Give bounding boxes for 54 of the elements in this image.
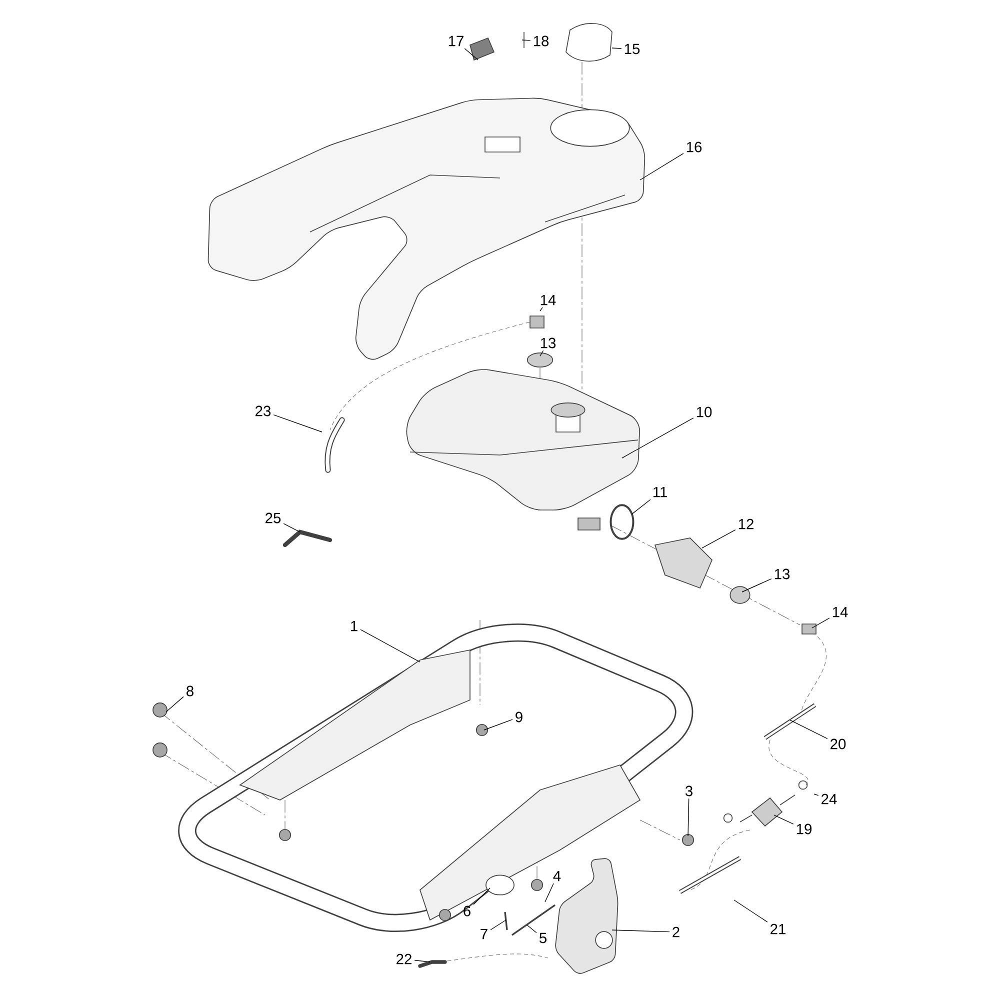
callout-number: 8 — [186, 686, 194, 696]
callout-number: 22 — [396, 954, 412, 964]
leader-line — [484, 719, 513, 730]
leader-line — [612, 48, 622, 49]
callout-number: 14 — [540, 294, 556, 306]
leader-line — [790, 720, 828, 740]
leader-line — [622, 418, 694, 458]
leader-line — [526, 924, 537, 934]
callout-number: 6 — [464, 906, 470, 916]
leader-line — [166, 696, 184, 712]
callout-number: 4 — [553, 870, 561, 882]
leader-line — [540, 350, 544, 356]
callout-number: 24 — [822, 794, 837, 804]
callout-number: 23 — [256, 406, 271, 416]
leader-line — [774, 814, 794, 824]
leader-line — [540, 307, 543, 312]
leader-line — [490, 920, 506, 930]
callout-number: 20 — [830, 738, 846, 750]
callout-number: 10 — [696, 406, 712, 418]
leader-line — [742, 578, 772, 592]
leader-line — [414, 960, 430, 962]
callout-number: 21 — [770, 924, 786, 934]
leader-line — [640, 153, 684, 180]
leader-line — [273, 414, 322, 432]
callout-number: 5 — [540, 932, 546, 944]
callout-number: 1 — [351, 620, 358, 632]
leader-line — [473, 888, 490, 905]
callout-number: 13 — [540, 338, 556, 348]
callout-number: 3 — [685, 786, 692, 796]
callout-number: 9 — [516, 712, 522, 722]
callout-number: 12 — [738, 518, 754, 530]
callout-number: 13 — [774, 568, 790, 580]
leader-line — [360, 629, 420, 662]
callout-number: 25 — [266, 512, 281, 524]
leader-line — [632, 499, 651, 514]
callout-number: 2 — [672, 926, 680, 938]
leader-line — [464, 48, 478, 60]
leader-line — [612, 930, 670, 932]
callout-number: 14 — [832, 606, 848, 618]
leader-line — [814, 794, 819, 796]
callout-number: 7 — [480, 928, 488, 940]
leader-line — [283, 523, 300, 532]
leader-line — [702, 529, 736, 548]
callout-number: 19 — [796, 824, 812, 834]
callout-number: 18 — [534, 36, 549, 46]
callout-number: 11 — [653, 486, 667, 498]
callout-number: 16 — [686, 142, 702, 152]
leader-line — [544, 883, 554, 902]
callout-number: 15 — [624, 44, 640, 54]
leader-line — [522, 40, 531, 41]
leader-line — [812, 618, 830, 628]
callout-number: 17 — [448, 36, 464, 46]
leader-line — [688, 798, 690, 836]
leader-line — [734, 900, 768, 922]
